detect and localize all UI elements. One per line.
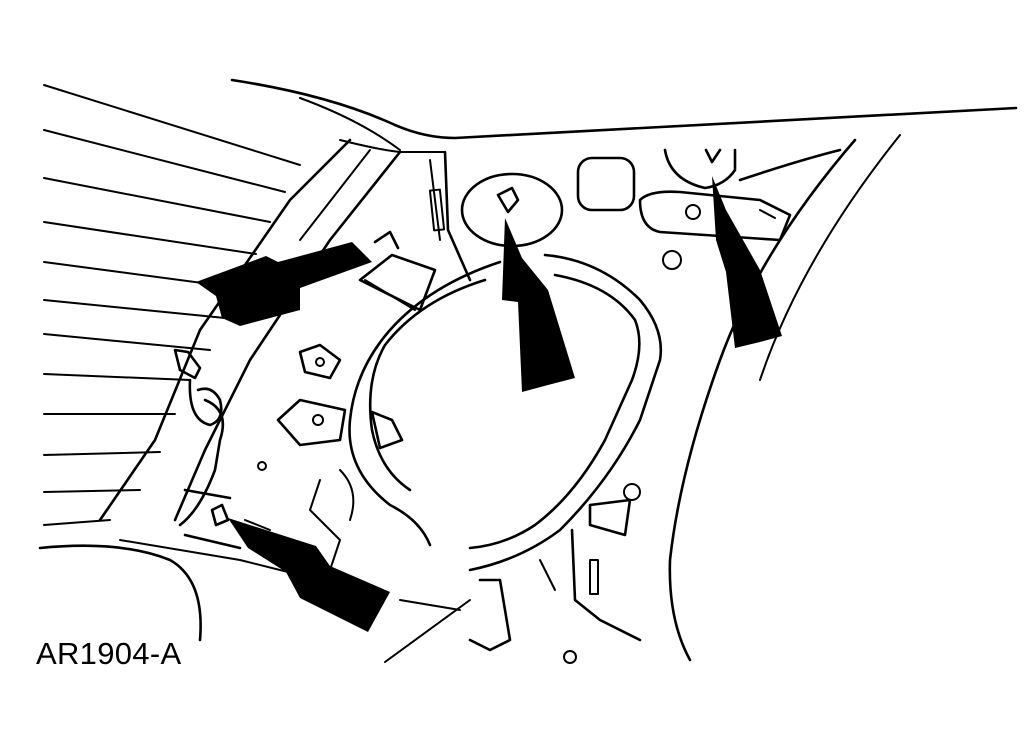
arrow-upper-left-clip [196,242,372,326]
side-panel-lines [43,84,301,526]
wheel-well-panel [276,253,663,664]
arrow-right-clip [712,176,782,348]
pillar [98,138,472,522]
callout-arrows [196,176,782,632]
figure-id-label: AR1904-A [36,636,182,671]
arrow-center-clip [502,218,575,392]
lower-left-area [38,348,301,642]
arrow-lower-clip [228,518,390,632]
right-body-curve [668,134,901,662]
upper-right-features [576,148,842,270]
